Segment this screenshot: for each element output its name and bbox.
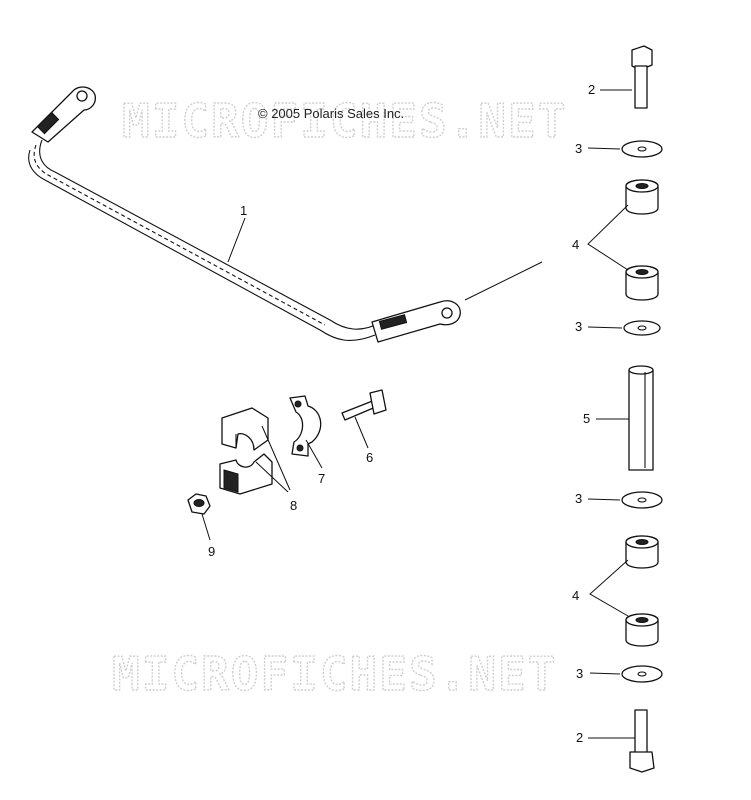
callout-3-a: 3 [575,141,582,156]
washer-a[interactable] [621,140,663,158]
bushing-bottom-lower[interactable] [625,613,659,647]
callout-6: 6 [366,450,373,465]
leader-6 [354,416,369,449]
callout-4-top: 4 [572,237,579,252]
leader-4-top [587,204,629,271]
callout-7: 7 [318,471,325,486]
leader-3-c [587,498,621,501]
leader-8 [255,425,291,493]
callout-3-d: 3 [576,666,583,681]
watermark-top: MICROFICHES.NET [122,94,567,148]
callout-2-bottom: 2 [576,730,583,745]
callout-5: 5 [583,411,590,426]
callout-3-c: 3 [575,491,582,506]
watermark-bottom: MICROFICHES.NET [112,647,557,701]
sleeve[interactable] [628,365,654,471]
callout-1: 1 [240,203,247,218]
bolt-top[interactable] [631,45,653,109]
bolt-6[interactable] [341,389,387,421]
leader-1 [227,217,246,263]
leader-3-d [589,672,621,675]
leader-4-bottom [589,559,629,617]
nut-9[interactable] [187,493,211,515]
washer-b[interactable] [623,320,661,336]
callout-3-b: 3 [575,319,582,334]
bushing-bottom-upper[interactable] [625,535,659,569]
callout-8: 8 [290,498,297,513]
leader-9 [201,513,211,541]
callout-2-top: 2 [588,82,595,97]
callout-9: 9 [208,544,215,559]
callout-4-bottom: 4 [572,588,579,603]
leader-3-a [587,147,621,150]
leader-3-b [587,326,623,329]
bushing-top-lower[interactable] [625,265,659,301]
bushing-half-lower[interactable] [219,453,273,495]
washer-d[interactable] [621,665,663,683]
bolt-bottom[interactable] [629,709,655,773]
washer-c[interactable] [621,491,663,509]
bushing-top-upper[interactable] [625,179,659,215]
copyright-text: © 2005 Polaris Sales Inc. [258,106,404,121]
clamp-7[interactable] [289,395,322,457]
bushing-half-upper[interactable] [221,407,269,451]
leader-7 [305,439,323,469]
stabilizer-bar[interactable] [28,86,543,343]
